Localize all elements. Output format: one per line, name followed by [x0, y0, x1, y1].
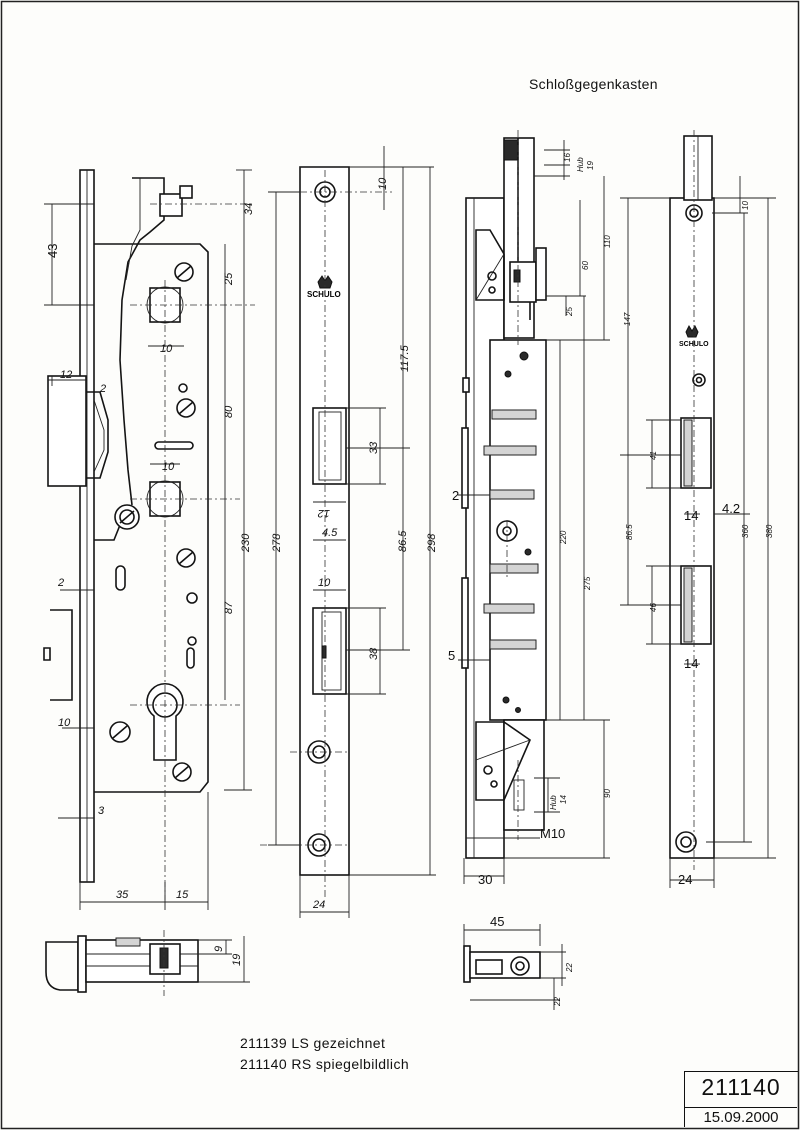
dim-cb-5: 5: [448, 648, 455, 663]
dim-sp-24: 24: [678, 872, 692, 887]
dim-cb-2: 2: [452, 488, 459, 503]
latch: [50, 609, 73, 701]
dim-87: 87: [223, 601, 235, 614]
bolt: [47, 375, 87, 487]
dim-cb-90: 90: [603, 789, 612, 798]
dim-fp-33: 33: [368, 441, 380, 454]
dim-cb-110: 110: [603, 235, 612, 248]
top-view-left: 9 19: [45, 930, 250, 996]
dim-fp-865: 86.5: [397, 530, 409, 552]
dim-cb-220: 220: [559, 530, 568, 545]
dim-cb-60: 60: [581, 261, 590, 270]
dim-cb-hub-bot: Hub: [549, 795, 558, 810]
dim-10a: 10: [160, 343, 173, 355]
dim-sp-41: 41: [649, 451, 658, 460]
dim-cb-275: 275: [583, 576, 592, 591]
dim-sp-147: 147: [623, 312, 632, 326]
dim-10b: 10: [162, 461, 175, 473]
dim-25: 25: [223, 272, 235, 286]
dim-cb-hub-top: Hub: [576, 157, 585, 172]
note-left-hand: 211139 LS gezeichnet: [240, 1035, 386, 1051]
counter-box-slots: [483, 409, 539, 650]
dim-43: 43: [45, 244, 60, 258]
dim-fp-24: 24: [312, 899, 325, 911]
dim-sp-10: 10: [741, 201, 750, 210]
dim-sp-865: 86.5: [625, 524, 634, 540]
dim-tvl-9: 9: [213, 946, 225, 952]
dim-fp-278: 278: [271, 533, 283, 553]
lock-case-outline: [94, 243, 209, 793]
dim-35: 35: [116, 889, 129, 901]
dim-fp-38: 38: [368, 647, 380, 660]
dim-3: 3: [98, 805, 105, 817]
drawing-number: 211140: [701, 1074, 781, 1100]
dim-fp-10b: 10: [318, 577, 331, 589]
dim-cb-30: 30: [478, 872, 492, 887]
dim-2a: 2: [99, 383, 106, 395]
dim-fp-12: 12: [318, 507, 330, 519]
faceplate-view: SCHULO: [260, 146, 438, 918]
top-slide: [475, 137, 547, 339]
drawing-date: 15.09.2000: [685, 1107, 797, 1126]
dim-sp-46: 46: [649, 603, 658, 612]
dim-10c: 10: [58, 717, 71, 729]
strike-plate-view: SCHULO 10 147 41 86.5: [620, 130, 776, 888]
faceplate-outline: [299, 166, 350, 876]
screw-heads: [109, 262, 196, 782]
dim-sp-14b: 14: [684, 656, 698, 671]
latch-opening: [312, 607, 347, 695]
drawing-title: Schloßgegenkasten: [529, 76, 658, 92]
counter-box-view: 16 Hub 19 110 60 25 2 220 275 5 Hub 14 9…: [448, 130, 612, 887]
bottom-slide: [475, 719, 545, 840]
dim-80: 80: [223, 405, 235, 418]
title-block: 211140 15.09.2000: [684, 1071, 798, 1127]
dim-34: 34: [243, 203, 255, 215]
dim-cb-16: 16: [563, 153, 572, 162]
dim-cb-25: 25: [565, 307, 574, 317]
dim-cb-19: 19: [586, 161, 595, 170]
brand-logo-text: SCHULO: [307, 290, 341, 299]
dim-2b: 2: [57, 577, 64, 589]
dim-sp-42: 4.2: [722, 501, 740, 516]
dim-tvl-19: 19: [231, 954, 243, 966]
note-right-hand: 211140 RS spiegelbildlich: [240, 1056, 410, 1072]
dim-tvr-45: 45: [490, 914, 504, 929]
dim-tvr-22a: 22: [565, 963, 574, 973]
dim-fp-298: 298: [426, 533, 438, 553]
top-view-right: 45 22 22: [463, 914, 574, 1010]
dim-fp-1175: 117.5: [399, 344, 411, 372]
dim-12: 12: [60, 369, 72, 381]
latch-arm: [119, 177, 165, 506]
dim-tvr-22b: 22: [553, 997, 562, 1007]
latch-follower: [159, 193, 183, 217]
bolt-opening: [312, 407, 347, 485]
dim-230: 230: [240, 533, 252, 553]
lock-body-view: 43 34 25 10 12 2 80 10 230 2 87 10 3 35 …: [43, 169, 255, 910]
dim-cb-14: 14: [559, 795, 568, 804]
dim-15: 15: [176, 889, 189, 901]
dim-cb-m10: M10: [540, 826, 565, 841]
strike-plate-outline: [669, 197, 715, 859]
dim-fp-45: 4.5: [322, 527, 338, 539]
dim-sp-14a: 14: [684, 508, 698, 523]
dim-sp-380: 380: [765, 524, 774, 538]
dim-fp-10: 10: [377, 177, 389, 190]
dim-sp-360: 360: [741, 524, 750, 538]
